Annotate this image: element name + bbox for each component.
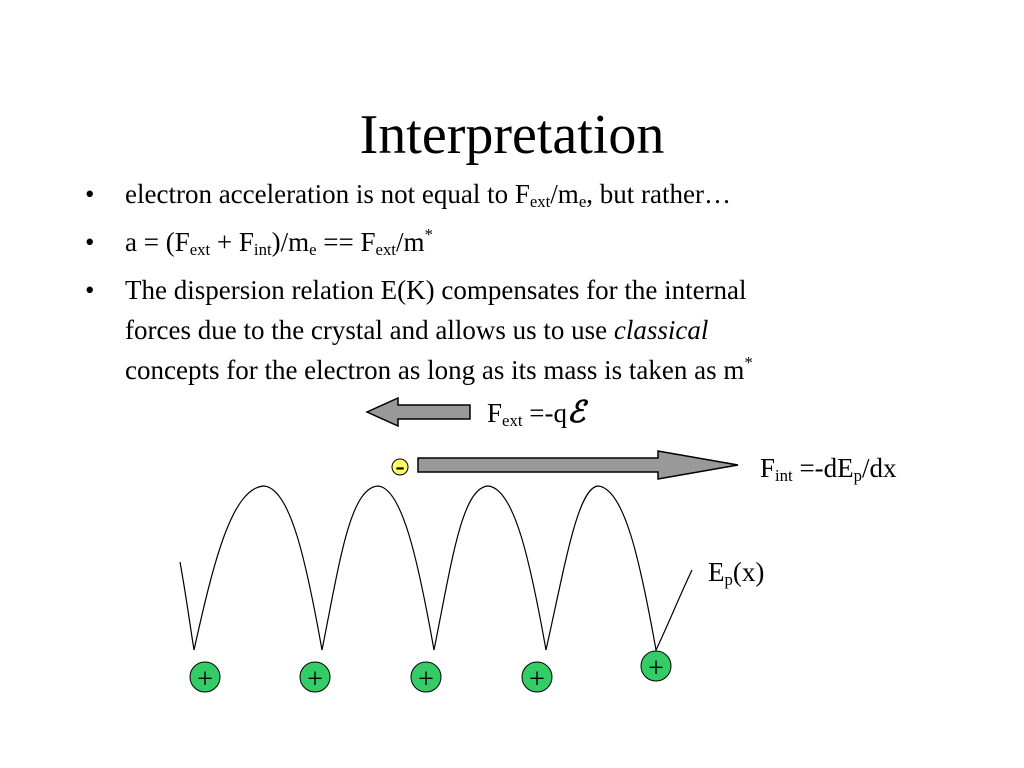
text-line: The dispersion relation E(K) compensates… bbox=[125, 275, 747, 305]
bullet-text: The dispersion relation E(K) compensates… bbox=[125, 270, 753, 390]
potential-curve bbox=[179, 485, 693, 652]
subscript: ext bbox=[189, 240, 211, 260]
electric-field-symbol: ℰ bbox=[566, 396, 586, 429]
subscript: e bbox=[578, 192, 587, 212]
bullet-text: electron acceleration is not equal to Fe… bbox=[125, 174, 731, 214]
ion-circle bbox=[189, 661, 221, 693]
text-run: electron acceleration is not equal to F bbox=[125, 179, 530, 209]
external-force-arrow bbox=[365, 396, 471, 428]
ion-circle bbox=[410, 661, 442, 693]
electron-charge: - bbox=[395, 451, 404, 482]
bullet-text: a = (Fext + Fint)/me == Fext/m* bbox=[125, 222, 433, 262]
subscript: p bbox=[853, 466, 863, 486]
text-run: =-q bbox=[522, 398, 567, 428]
text-line: forces due to the crystal and allows us … bbox=[125, 310, 753, 350]
subscript: ext bbox=[375, 240, 396, 260]
external-force-label: Fext =-qℰ bbox=[487, 396, 585, 430]
subscript: ext bbox=[529, 192, 551, 212]
ion-1: + bbox=[189, 661, 221, 695]
text-run: E bbox=[708, 557, 725, 587]
text-run: /m bbox=[550, 179, 579, 209]
ion-circle bbox=[299, 661, 331, 693]
subscript: e bbox=[309, 240, 317, 260]
text-run: =-dE bbox=[792, 453, 854, 483]
bullet-marker: • bbox=[85, 275, 95, 305]
text-run: (x) bbox=[732, 557, 765, 587]
internal-force-arrow bbox=[417, 450, 739, 480]
subscript: ext bbox=[502, 411, 523, 431]
text-line: concepts for the electron as long as its… bbox=[125, 350, 753, 390]
ion-circle bbox=[640, 650, 672, 682]
text-run: a = (F bbox=[125, 227, 190, 257]
superscript: * bbox=[744, 353, 753, 373]
emphasis-text: classical bbox=[613, 315, 709, 345]
internal-force-label: Fint =-dEp/dx bbox=[760, 451, 897, 485]
subscript: int bbox=[775, 466, 793, 486]
ion-circle bbox=[521, 661, 553, 693]
text-run: /dx bbox=[862, 453, 897, 483]
ion-4: + bbox=[521, 661, 553, 695]
superscript: * bbox=[424, 225, 433, 245]
text-run: == F bbox=[316, 227, 376, 257]
ion-5: + bbox=[640, 650, 672, 684]
potential-energy-label: Ep(x) bbox=[708, 555, 764, 589]
text-run: F bbox=[487, 398, 503, 428]
bullet-marker: • bbox=[85, 179, 95, 209]
text-run: concepts for the electron as long as its… bbox=[125, 355, 745, 385]
text-run: forces due to the crystal and allows us … bbox=[125, 315, 614, 345]
text-run: F bbox=[760, 453, 776, 483]
subscript: int bbox=[253, 240, 272, 260]
ion-2: + bbox=[299, 661, 331, 695]
text-run: )/m bbox=[271, 227, 310, 257]
text-run: /m bbox=[395, 227, 425, 257]
electron-circle bbox=[391, 458, 409, 476]
bullet-marker: • bbox=[85, 227, 95, 257]
text-run: , but rather… bbox=[586, 179, 731, 209]
text-run: + F bbox=[210, 227, 254, 257]
slide-title: Interpretation bbox=[359, 104, 665, 166]
subscript: p bbox=[724, 570, 733, 590]
ion-3: + bbox=[410, 661, 442, 695]
ion-charge: + bbox=[418, 664, 434, 695]
ion-charge: + bbox=[648, 653, 664, 684]
ion-charge: + bbox=[197, 664, 213, 695]
ion-charge: + bbox=[307, 664, 323, 695]
ion-charge: + bbox=[529, 664, 545, 695]
